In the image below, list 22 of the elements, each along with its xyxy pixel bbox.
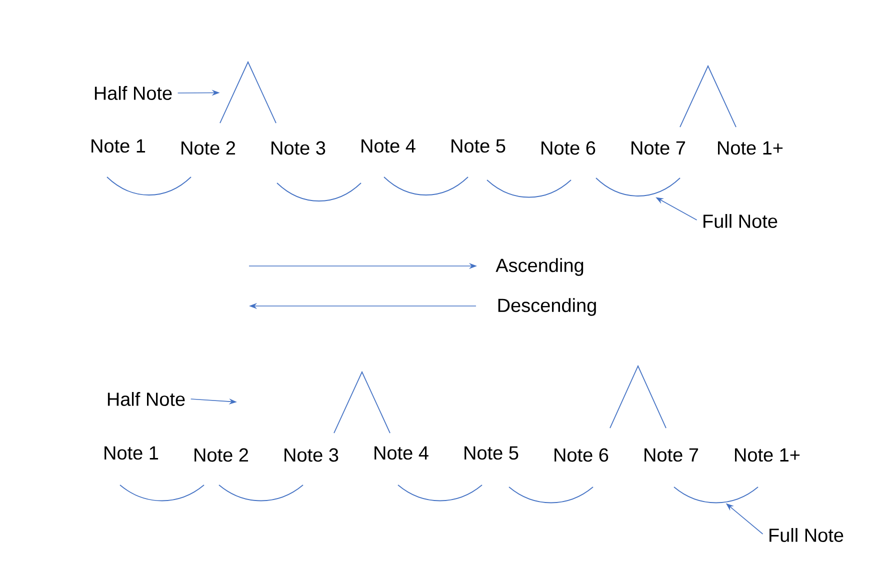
text-label: Note 1+ [718,141,783,155]
text-label: Note 3 [272,141,326,155]
text-label: Note 1 [92,139,146,153]
note-label: Full Note [770,528,844,542]
arc-mark [674,486,758,504]
text-label: Note 3 [284,448,338,462]
text-label: Descending [498,298,596,316]
note-label: Half Note [108,392,185,406]
text-label: Note 2 [194,448,248,462]
text-label: Note 5 [464,446,518,460]
caret-mark [220,60,276,124]
arc-mark [596,178,680,196]
text-label: Note 7 [632,141,686,155]
text-label: Note 5 [452,139,506,153]
text-label: Ascending [496,258,584,276]
note-label: Full Note [704,214,778,228]
text-label: Note 1+ [735,448,800,462]
text-label: Note 7 [644,448,698,462]
note-label: Half Note [94,86,172,100]
text-label: Note 4 [374,446,428,460]
text-label: Note 4 [362,139,416,153]
text-label: Note 1 [104,446,158,460]
